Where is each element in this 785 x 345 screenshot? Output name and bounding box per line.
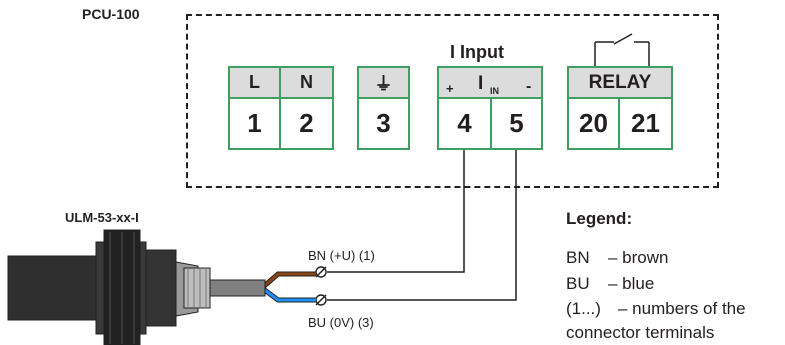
legend-desc: – numbers of the <box>618 299 746 318</box>
device-name: PCU-100 <box>82 6 140 22</box>
legend-continuation: connector terminals <box>566 323 715 342</box>
terminal-5: 5 <box>509 108 524 138</box>
wire-bu-label: BU (0V) (3) <box>308 315 374 330</box>
terminal-head-l: L <box>230 68 281 99</box>
terminal-4: 4 <box>457 108 472 138</box>
input-terminal-block: 4 5 <box>437 66 543 150</box>
relay-contact-icon <box>594 33 650 66</box>
legend-code: BU <box>566 274 590 293</box>
sensor-body-icon <box>7 229 211 345</box>
legend-item: (1...) – numbers of the <box>566 299 746 319</box>
sensor-cable <box>209 279 266 297</box>
device-enclosure <box>186 14 719 188</box>
input-plus-sign: + <box>446 81 454 96</box>
ground-terminal-block: ⏚ 3 <box>357 66 410 150</box>
wire-bn <box>260 271 316 290</box>
terminal-20: 20 <box>569 99 620 148</box>
ground-icon: ⏚ <box>359 68 408 99</box>
wire-bn-label: BN (+U) (1) <box>308 248 375 263</box>
input-label-main: I <box>478 73 484 94</box>
input-terminal-divider <box>490 99 492 148</box>
legend-item: BN – brown <box>566 248 668 268</box>
cable-lines <box>327 150 517 301</box>
relay-terminal-block: RELAY 20 21 <box>567 66 673 150</box>
input-terminal-head <box>439 68 541 99</box>
terminal-head-n: N <box>281 68 332 99</box>
terminal-21: 21 <box>631 108 660 138</box>
input-group-label: I Input <box>450 42 504 62</box>
legend-desc: – blue <box>608 274 655 293</box>
legend-item: BU – blue <box>566 274 654 294</box>
terminal-1: 1 <box>230 99 281 148</box>
input-minus-sign: - <box>526 78 532 95</box>
legend-desc: – brown <box>608 248 669 267</box>
relay-head: RELAY <box>569 68 671 99</box>
sensor-name: ULM-53-xx-I <box>65 210 139 225</box>
legend-code: (1...) <box>566 299 601 318</box>
input-label-sub: IN <box>490 86 499 96</box>
wire-bu <box>260 286 316 303</box>
legend-code: BN <box>566 248 590 267</box>
legend-title: Legend: <box>566 209 633 228</box>
terminal-3: 3 <box>376 108 391 138</box>
terminal-2: 2 <box>299 108 314 138</box>
screw-terminal-icon <box>315 266 327 306</box>
power-terminal-block: L N 1 2 <box>228 66 334 150</box>
